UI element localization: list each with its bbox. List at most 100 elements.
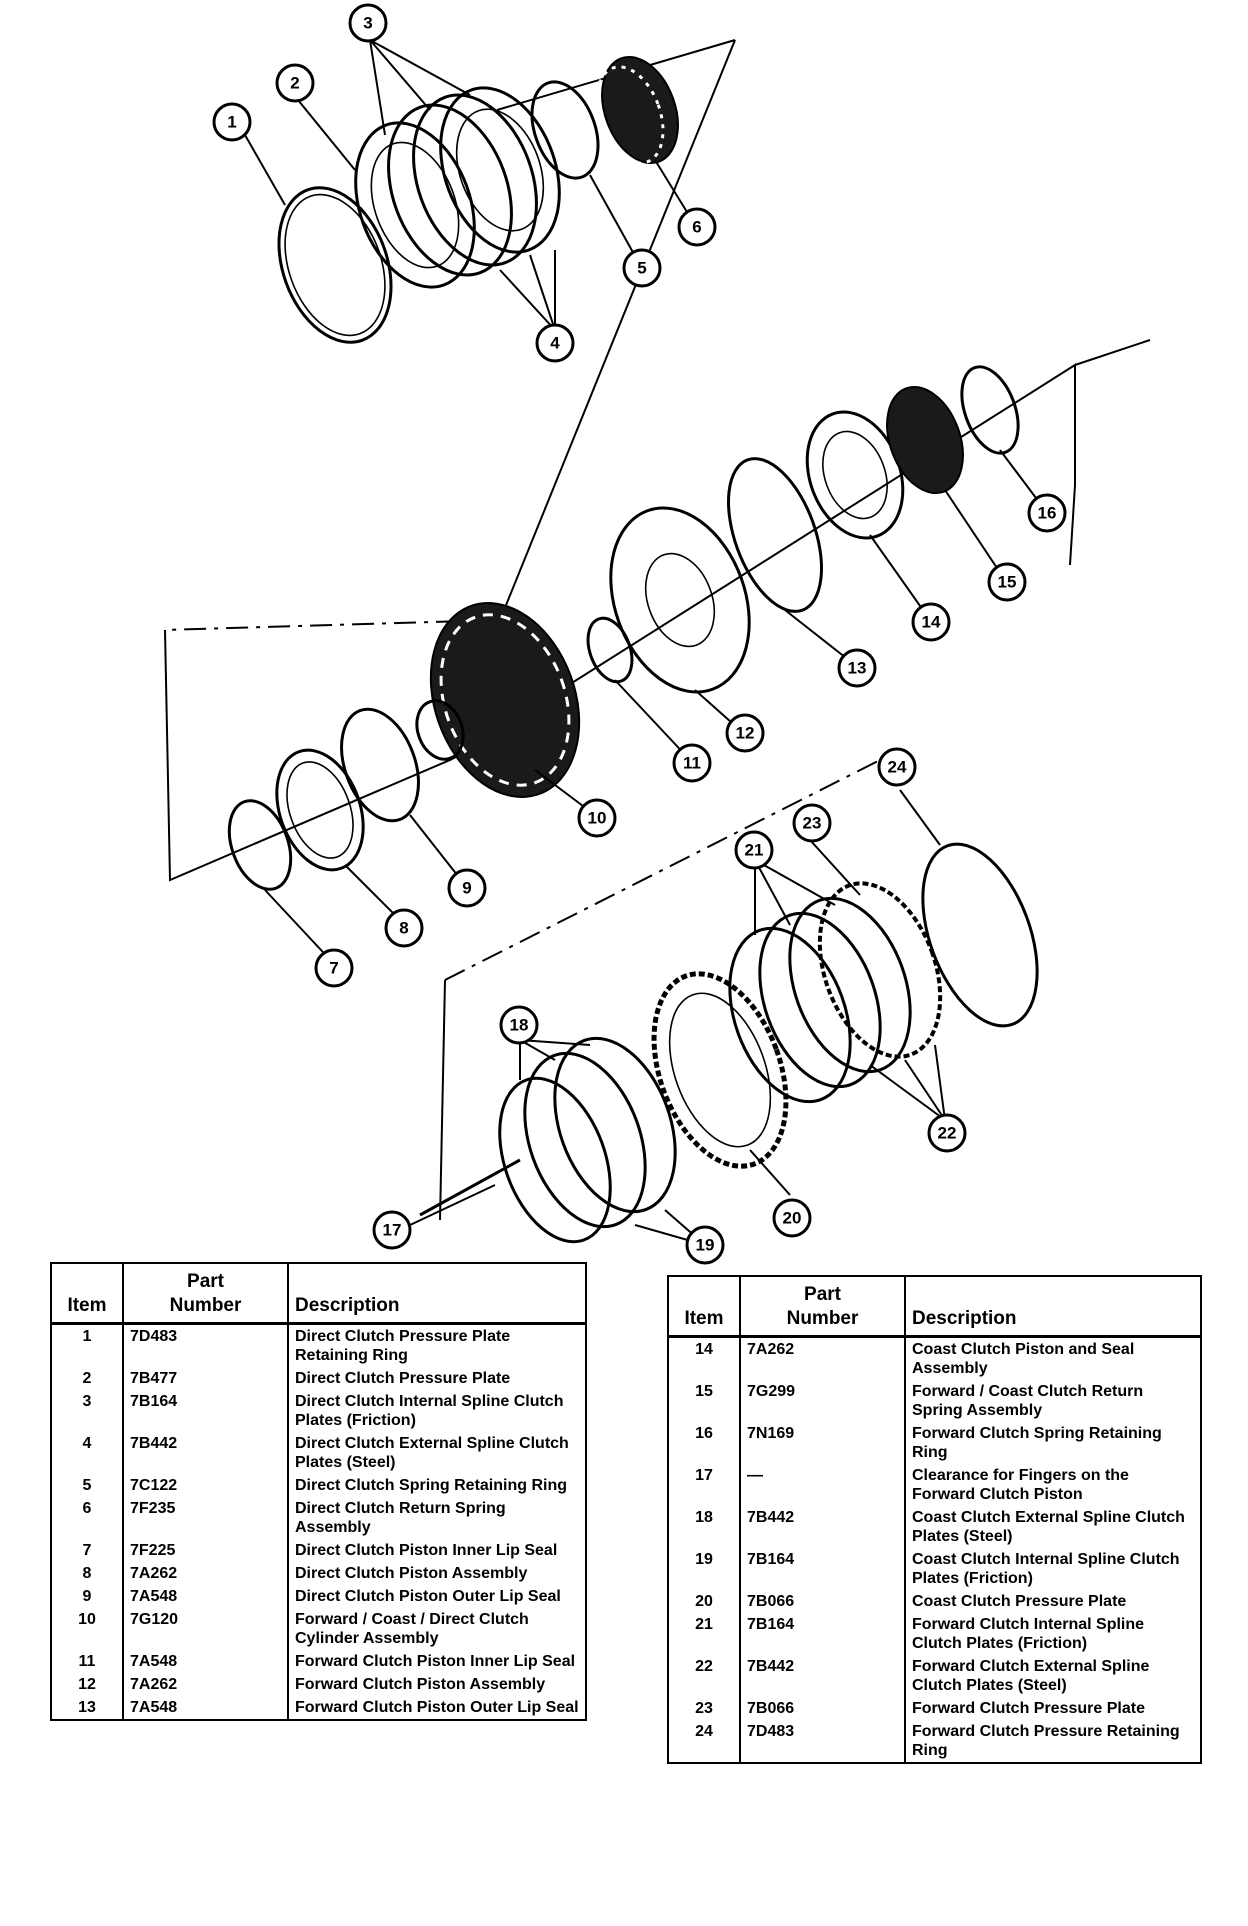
description-cell: Clearance for Fingers on the Forward Clu… <box>904 1464 1202 1506</box>
part-number-cell: 7B164 <box>739 1613 906 1655</box>
description-cell: Forward / Coast Clutch Return Spring Ass… <box>904 1380 1202 1422</box>
svg-text:23: 23 <box>803 814 822 833</box>
description-cell: Coast Clutch Piston and Seal Assembly <box>904 1336 1202 1380</box>
header-item: Item <box>50 1263 124 1325</box>
header-description: Description <box>287 1263 587 1325</box>
svg-text:5: 5 <box>637 259 646 278</box>
svg-text:13: 13 <box>848 659 867 678</box>
description-cell: Direct Clutch Internal Spline Clutch Pla… <box>287 1390 587 1432</box>
part-number-cell: 7F235 <box>122 1497 289 1539</box>
part-number-cell: 7F225 <box>122 1539 289 1562</box>
part-number-cell: 7A548 <box>122 1650 289 1673</box>
callout-22: 22 <box>927 1113 967 1153</box>
item-cell: 7 <box>50 1539 124 1562</box>
callout-23: 23 <box>792 803 832 843</box>
item-cell: 8 <box>50 1562 124 1585</box>
svg-text:15: 15 <box>998 573 1017 592</box>
svg-text:12: 12 <box>736 724 755 743</box>
description-cell: Direct Clutch Piston Assembly <box>287 1562 587 1585</box>
item-cell: 14 <box>667 1336 741 1380</box>
part-number-cell: 7B164 <box>739 1548 906 1590</box>
description-cell: Forward Clutch Pressure Retaining Ring <box>904 1720 1202 1763</box>
part-number-cell: 7A262 <box>122 1673 289 1696</box>
callout-10: 10 <box>577 798 617 838</box>
description-cell: Forward Clutch External Spline Clutch Pl… <box>904 1655 1202 1697</box>
description-cell: Direct Clutch Return Spring Assembly <box>287 1497 587 1539</box>
panel-frames <box>164 39 1151 1221</box>
callout-16: 16 <box>1027 493 1067 533</box>
item-cell: 22 <box>667 1655 741 1697</box>
svg-text:24: 24 <box>888 758 907 777</box>
svg-text:8: 8 <box>399 919 408 938</box>
description-cell: Coast Clutch Pressure Plate <box>904 1590 1202 1613</box>
callout-20: 20 <box>772 1198 812 1238</box>
part-number-cell: 7B164 <box>122 1390 289 1432</box>
description-cell: Forward Clutch Spring Retaining Ring <box>904 1422 1202 1464</box>
exploded-parts-diagram: 1 2 3 4 5 6 7 8 9 10 11 12 13 14 15 16 1… <box>164 3 1151 1265</box>
callout-17: 17 <box>372 1210 412 1250</box>
callout-11: 11 <box>672 743 712 783</box>
item-cell: 5 <box>50 1474 124 1497</box>
item-cell: 3 <box>50 1390 124 1432</box>
callout-8: 8 <box>384 908 424 948</box>
item-cell: 4 <box>50 1432 124 1474</box>
item-cell: 24 <box>667 1720 741 1763</box>
callout-5: 5 <box>622 248 662 288</box>
svg-text:1: 1 <box>227 113 236 132</box>
part-number-cell: 7B442 <box>739 1655 906 1697</box>
callout-4: 4 <box>535 323 575 363</box>
callout-21: 21 <box>734 830 774 870</box>
svg-text:6: 6 <box>692 218 701 237</box>
part-number-cell: 7A262 <box>122 1562 289 1585</box>
callout-14: 14 <box>911 602 951 642</box>
svg-text:14: 14 <box>922 613 941 632</box>
part-number-cell: 7A548 <box>122 1585 289 1608</box>
part-number-cell: 7B442 <box>739 1506 906 1548</box>
callout-24: 24 <box>877 747 917 787</box>
callout-13: 13 <box>837 648 877 688</box>
coast-forward-plates-parts <box>419 842 1039 1244</box>
svg-text:7: 7 <box>329 959 338 978</box>
svg-text:11: 11 <box>683 754 701 773</box>
item-cell: 18 <box>667 1506 741 1548</box>
item-cell: 20 <box>667 1590 741 1613</box>
part-number-cell: 7N169 <box>739 1422 906 1464</box>
svg-text:2: 2 <box>290 74 299 93</box>
item-cell: 17 <box>667 1464 741 1506</box>
callout-6: 6 <box>677 207 717 247</box>
header-item: Item <box>667 1276 741 1338</box>
part-number-cell: 7B066 <box>739 1697 906 1720</box>
item-cell: 1 <box>50 1323 124 1367</box>
leader-lines <box>244 39 1046 1246</box>
description-cell: Direct Clutch Pressure Plate <box>287 1367 587 1390</box>
part-number-cell: 7D483 <box>122 1323 289 1367</box>
part-number-cell: 7G120 <box>122 1608 289 1650</box>
svg-text:19: 19 <box>696 1236 715 1255</box>
direct-clutch-parts <box>277 55 679 344</box>
part-number-cell: 7B066 <box>739 1590 906 1613</box>
part-number-cell: 7A262 <box>739 1336 906 1380</box>
description-cell: Forward / Coast / Direct Clutch Cylinder… <box>287 1608 587 1650</box>
part-number-cell: 7A548 <box>122 1696 289 1720</box>
item-cell: 23 <box>667 1697 741 1720</box>
callout-18: 18 <box>499 1005 539 1045</box>
